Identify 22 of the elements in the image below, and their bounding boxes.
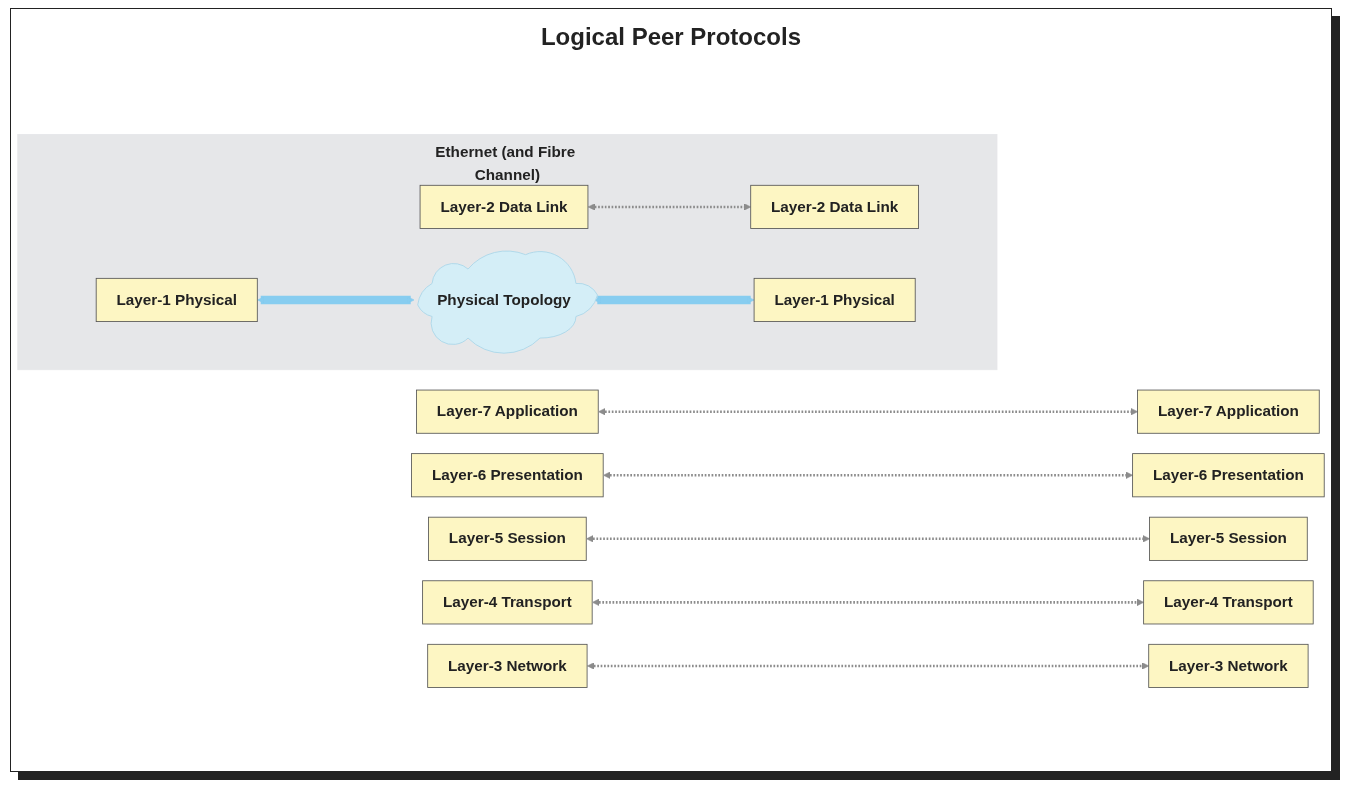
node-box: Layer-4 Transport <box>422 580 593 625</box>
arrow <box>598 407 1138 416</box>
node-box: Layer-3 Network <box>1148 643 1309 688</box>
node-box: Layer-6 Presentation <box>1132 453 1325 498</box>
node-box: Layer-7 Application <box>1137 389 1320 434</box>
node-box: Layer-7 Application <box>416 389 599 434</box>
arrow <box>257 295 415 305</box>
arrow <box>603 471 1133 479</box>
arrow <box>586 535 1150 543</box>
node-box: Layer-4 Transport <box>1143 580 1314 625</box>
node-box: Layer-6 Presentation <box>411 453 604 498</box>
node-box: Layer-3 Network <box>427 643 588 688</box>
node-box: Layer-5 Session <box>428 516 587 561</box>
protocol-label: Logical Peer Protocols <box>540 23 802 51</box>
node-box: Layer-1 Physical <box>753 277 916 322</box>
arrow <box>592 598 1144 607</box>
node-box: Layer-5 Session <box>1149 516 1308 561</box>
arrow <box>587 203 752 211</box>
node-box: Layer-2 Data Link <box>750 184 919 229</box>
arrow <box>587 662 1150 670</box>
node-box: Layer-2 Data Link <box>419 184 589 229</box>
node-box: Layer-1 Physical <box>95 277 258 322</box>
